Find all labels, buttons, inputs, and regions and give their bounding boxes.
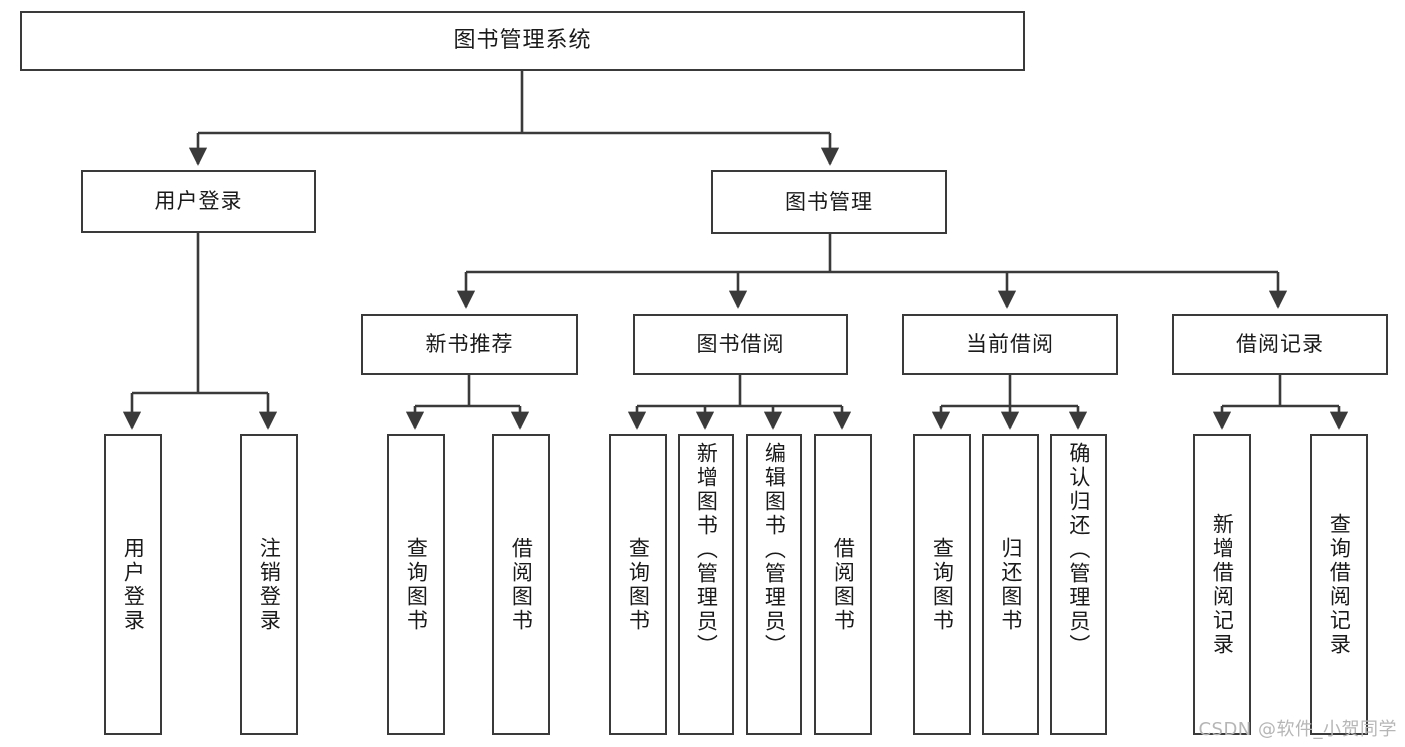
leaf-edit-book-admin[interactable]: 编辑图书（管理员） [746,434,802,735]
leaf-logout[interactable]: 注销登录 [240,434,298,735]
node-root-system[interactable]: 图书管理系统 [20,11,1025,71]
node-label: 用户登录 [154,189,243,214]
node-label: 查询借阅记录 [1327,512,1352,657]
leaf-user-login[interactable]: 用户登录 [104,434,162,735]
node-label: 当前借阅 [966,332,1054,357]
node-label: 新增借阅记录 [1210,512,1235,657]
leaf-add-book-admin[interactable]: 新增图书（管理员） [678,434,734,735]
node-label: 用户登录 [121,536,146,633]
node-label: 图书管理系统 [453,28,592,54]
node-label: 编辑图书（管理员） [762,442,787,658]
node-label: 图书管理 [785,189,873,214]
node-label: 借阅图书 [831,536,856,633]
node-label: 借阅记录 [1236,332,1324,357]
leaf-query-borrow-record[interactable]: 查询借阅记录 [1310,434,1368,735]
node-book-borrow[interactable]: 图书借阅 [633,314,848,375]
node-label: 查询图书 [930,536,955,633]
node-label: 新书推荐 [425,332,514,357]
leaf-query-book[interactable]: 查询图书 [609,434,667,735]
node-label: 归还图书 [998,536,1023,633]
leaf-confirm-return-admin[interactable]: 确认归还（管理员） [1050,434,1107,735]
leaf-query-book-current[interactable]: 查询图书 [913,434,971,735]
leaf-return-book[interactable]: 归还图书 [982,434,1039,735]
node-label: 注销登录 [257,536,282,633]
node-user-login[interactable]: 用户登录 [81,170,316,233]
watermark: CSDN @软件_小贺同学 [1198,719,1397,740]
node-label: 图书借阅 [696,332,785,357]
node-label: 查询图书 [404,536,429,633]
leaf-borrow-book[interactable]: 借阅图书 [814,434,872,735]
node-book-management[interactable]: 图书管理 [711,170,947,234]
leaf-add-borrow-record[interactable]: 新增借阅记录 [1193,434,1251,735]
node-borrow-records[interactable]: 借阅记录 [1172,314,1388,375]
node-label: 新增图书（管理员） [694,442,719,658]
node-new-book-recommend[interactable]: 新书推荐 [361,314,578,375]
node-current-borrow[interactable]: 当前借阅 [902,314,1118,375]
node-label: 确认归还（管理员） [1066,442,1091,658]
leaf-borrow-book-recommend[interactable]: 借阅图书 [492,434,550,735]
leaf-query-book-recommend[interactable]: 查询图书 [387,434,445,735]
node-label: 查询图书 [626,536,651,633]
node-label: 借阅图书 [509,536,534,633]
